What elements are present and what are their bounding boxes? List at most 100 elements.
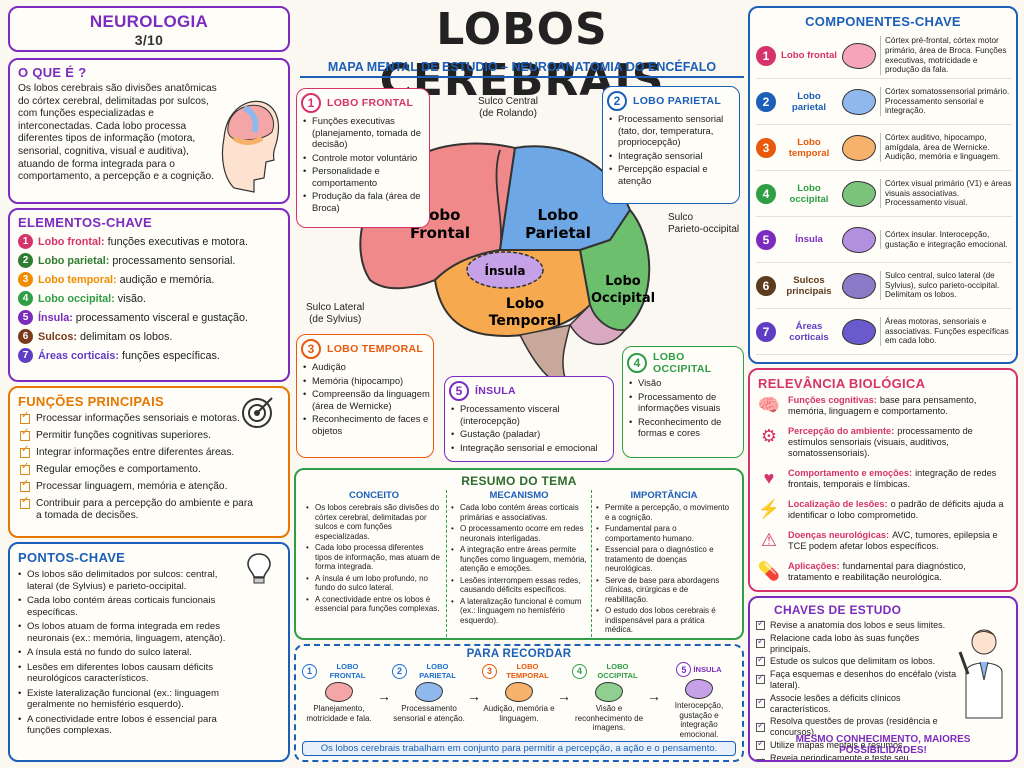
- label-line: Sulco: [668, 212, 694, 223]
- component-desc: Córtex insular. Interocepção, gustação e…: [880, 229, 1012, 250]
- key-points-section: PONTOS-CHAVE Os lobos são delimitados po…: [8, 542, 290, 762]
- relevance-desc: base para pensamento, memória, linguagem…: [788, 395, 977, 416]
- checkbox-icon: [756, 636, 765, 649]
- arrow-icon: →: [557, 688, 571, 704]
- relevance-desc: fundamental para diagnóstico, tratamento…: [788, 561, 966, 582]
- relevance-name: Comportamento e emoções:: [788, 468, 913, 478]
- number-badge: 1: [756, 45, 776, 66]
- relevance-item: ⚙Percepção do ambiente:processamento de …: [756, 426, 1010, 459]
- relevance-name: Doenças neurológicas:: [788, 530, 890, 540]
- number-badge: 4: [572, 663, 587, 679]
- column-list: Os lobos cerebrais são divisões do córte…: [306, 503, 442, 614]
- checkbox-icon: [756, 738, 765, 750]
- arrow-icon: →: [377, 688, 391, 704]
- component-name: Ínsula: [795, 234, 823, 245]
- checkbox-icon: [756, 618, 765, 630]
- lightbulb-icon: [247, 553, 271, 584]
- number-badge: 3: [756, 137, 776, 158]
- remember-desc: Visão e reconhecimento de imagens.: [574, 704, 644, 732]
- what-is-section: O QUE É ? Os lobos cerebrais são divisõe…: [8, 58, 290, 204]
- brain-icon: 🧠: [757, 395, 781, 415]
- number-badge: 1: [302, 663, 317, 679]
- element-desc: delimitam os lobos.: [80, 330, 173, 343]
- element-name: Áreas corticais:: [38, 349, 120, 362]
- component-item: 3 Lobo temporal Córtex auditivo, hipocampo…: [756, 125, 1012, 171]
- biological-relevance-list: 🧠Funções cognitivas:base para pensamento…: [756, 395, 1010, 583]
- column-title: IMPORTÂNCIA: [630, 490, 698, 501]
- relevance-item: ♥Comportamento e emoções:integração de r…: [756, 468, 1010, 490]
- badge-title: NEUROLOGIA: [89, 12, 209, 31]
- frontal-label-2: Frontal: [410, 224, 470, 242]
- summary-columns: CONCEITO Os lobos cerebrais são divisões …: [302, 490, 736, 637]
- number-badge: 5: [449, 381, 469, 401]
- checkbox-icon: [756, 696, 765, 709]
- summary-column: CONCEITO Os lobos cerebrais são divisões …: [302, 490, 446, 637]
- callout-item: Audição: [303, 361, 433, 373]
- number-badge: 6: [18, 329, 33, 344]
- component-desc: Córtex auditivo, hipocampo, amígdala, ár…: [880, 133, 1012, 162]
- callout-item: Compreensão da linguagem (área de Wernic…: [303, 388, 433, 411]
- component-image-icon: [842, 88, 876, 115]
- callout-item: Reconhecimento de faces e objetos: [303, 413, 433, 436]
- component-name: Lobo temporal: [788, 136, 830, 159]
- section-title: CHAVES DE ESTUDO: [774, 603, 902, 617]
- relevance-text: Comportamento e emoções:integração de re…: [788, 468, 1010, 490]
- number-badge: 3: [482, 663, 497, 679]
- function-item: Processar linguagem, memória e atenção.: [20, 478, 255, 493]
- remember-desc: Planejamento, motricidade e fala.: [306, 704, 372, 723]
- page-subtitle: MAPA MENTAL DE ESTUDIO – NEUROANATOMIA D…: [300, 60, 744, 78]
- summary-item: A conectividade entre os lobos é essenci…: [306, 595, 442, 614]
- parietal-callout: 2 LOBO PARIETAL Processamento sensorial …: [602, 86, 740, 204]
- column-title: CONCEITO: [349, 490, 399, 501]
- warning-icon: ⚠: [760, 530, 778, 550]
- relevance-text: Percepção do ambiente:processamento de e…: [788, 426, 1010, 459]
- section-title: RESUMO DO TEMA: [461, 474, 577, 488]
- study-key-text: Resolva questões de provas (residência e…: [770, 716, 938, 738]
- main-functions-list: Processar informações sensoriais e motor…: [20, 410, 255, 522]
- study-key-text: Associe lesões a déficits clínicos carac…: [770, 692, 901, 714]
- remember-name: LOBO PARIETAL: [419, 662, 456, 680]
- relevance-text: Doenças neurológicas:AVC, tumores, epile…: [788, 530, 1010, 552]
- callout-title: LOBO FRONTAL: [327, 97, 414, 109]
- callout-title: LOBO PARIETAL: [633, 95, 722, 107]
- lightning-icon: ⚡: [757, 499, 781, 519]
- doctor-illustration: [958, 629, 1003, 719]
- component-image-icon: [842, 226, 876, 253]
- summary-item: Os lobos cerebrais são divisões do córte…: [306, 503, 442, 541]
- parietal-label-1: Lobo: [538, 206, 579, 224]
- relevance-desc: AVC, tumores, epilepsia e TCE podem afet…: [788, 530, 998, 551]
- checkbox-icon: [756, 654, 765, 667]
- remember-name: LOBO OCCIPITAL: [597, 662, 638, 680]
- element-desc: visão.: [117, 292, 146, 305]
- callout-item: Gustação (paladar): [451, 428, 613, 440]
- component-image-icon: [842, 134, 876, 161]
- summary-item: Cada lobo contém áreas corticais primári…: [451, 503, 587, 522]
- callout-item: Percepção espacial e atenção: [609, 163, 739, 186]
- relevance-name: Localização de lesões:: [788, 499, 888, 509]
- component-name: Lobo parietal: [791, 90, 827, 113]
- function-text: Permitir funções cognitivas superiores.: [36, 430, 211, 441]
- key-point-item: A conectividade entre lobos é essencial …: [18, 714, 243, 737]
- component-image-icon: [842, 42, 876, 69]
- summary-column: MECANISMOCada lobo contém áreas corticai…: [446, 490, 591, 637]
- callout-item: Personalidade e comportamento: [303, 165, 429, 188]
- callout-item: Controle motor voluntário: [303, 152, 429, 164]
- number-badge: 6: [756, 275, 776, 296]
- summary-column: IMPORTÂNCIA Permite a percepção, o movime…: [591, 490, 736, 637]
- element-name: Lobo temporal:: [38, 273, 117, 286]
- relevance-item: ⚠ Doenças neurológicas:AVC, tumores, epil…: [756, 530, 1010, 552]
- summary-item: O estudo dos lobos cerebrais é indispens…: [596, 606, 732, 635]
- component-desc: Córtex somatossensorial primário. Proces…: [880, 87, 1012, 116]
- number-badge: 1: [18, 234, 33, 249]
- study-key-item: Estude os sulcos que delimitam os lobos.: [756, 654, 962, 667]
- remember-head: 4 LOBO OCCIPITAL: [572, 662, 646, 680]
- summary-item: Permite a percepção, o movimento e a cog…: [596, 503, 732, 522]
- occipital-label-1: Lobo: [605, 274, 641, 289]
- brain-icon: [415, 682, 443, 702]
